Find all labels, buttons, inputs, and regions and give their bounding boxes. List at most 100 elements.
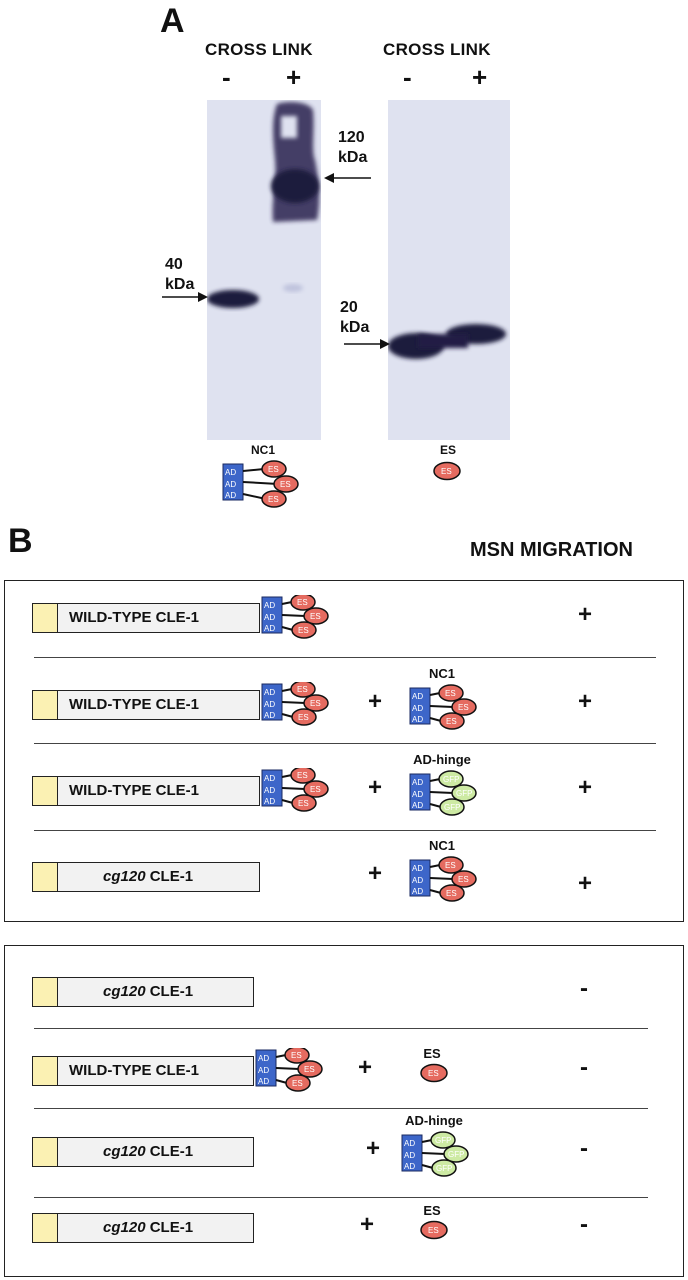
- plus-sign: +: [360, 1211, 375, 1238]
- gfp-domain: [443, 1145, 469, 1163]
- construct-allele: cg120: [103, 1219, 146, 1236]
- svg-text:ES: ES: [304, 1065, 315, 1074]
- svg-text:AD: AD: [412, 887, 423, 896]
- msn-migration-header: MSN MIGRATION: [470, 539, 633, 561]
- blot2-plus: +: [472, 62, 488, 92]
- svg-text:ES: ES: [298, 799, 309, 808]
- divider: [34, 1108, 648, 1109]
- svg-text:GFP: GFP: [443, 775, 459, 784]
- svg-text:ES: ES: [298, 713, 309, 722]
- collagen-n-terminus: [33, 1057, 58, 1085]
- svg-text:AD: AD: [264, 774, 275, 783]
- blot1-membrane: [207, 100, 321, 440]
- svg-text:AD: AD: [264, 688, 275, 697]
- svg-text:ES: ES: [292, 1079, 303, 1088]
- svg-text:AD: AD: [412, 790, 423, 799]
- panel-a-letter: A: [160, 2, 185, 40]
- gfp-domain: [438, 770, 464, 788]
- divider: [34, 830, 656, 831]
- gfp-domain: [451, 784, 477, 802]
- es-domain: [439, 884, 465, 902]
- blot2-membrane: [388, 100, 510, 440]
- svg-text:AD: AD: [412, 876, 423, 885]
- collagen-n-terminus: [33, 863, 58, 891]
- plus-sign: +: [368, 688, 383, 715]
- construct-label: cg120 CLE-1: [103, 1219, 194, 1236]
- added-fragment-label: NC1: [428, 666, 455, 681]
- svg-text:AD: AD: [225, 480, 236, 489]
- svg-text:ES: ES: [445, 861, 456, 870]
- rescue-box-negative: [4, 945, 684, 1277]
- es-domain: [290, 768, 316, 784]
- es-domain: [303, 607, 329, 625]
- added-fragment-label: ES: [423, 1046, 441, 1061]
- svg-text:AD: AD: [225, 468, 236, 477]
- svg-text:ES: ES: [298, 626, 309, 635]
- es-domain: [290, 595, 316, 611]
- blot2-label: ES: [440, 443, 457, 457]
- svg-text:AD: AD: [264, 700, 275, 709]
- svg-text:ES: ES: [445, 689, 456, 698]
- blot1-smear-gap: [281, 116, 297, 138]
- msn-migration-result: +: [578, 870, 593, 897]
- svg-text:AD: AD: [412, 864, 423, 873]
- svg-text:ES: ES: [268, 465, 279, 474]
- nc1-icon: AD AD AD ES ES ES: [222, 460, 299, 508]
- collagen-n-terminus: [33, 604, 58, 632]
- added-fragment-label: NC1: [428, 838, 455, 853]
- plus-sign: +: [366, 1135, 381, 1162]
- construct-label: WILD-TYPE CLE-1: [69, 782, 199, 799]
- added-fragment-label: AD-hinge: [413, 752, 471, 767]
- svg-text:GFP: GFP: [436, 1164, 452, 1173]
- svg-text:AD: AD: [412, 715, 423, 724]
- svg-text:ES: ES: [280, 480, 291, 489]
- collagen-n-terminus: [33, 777, 58, 805]
- divider: [34, 1028, 648, 1029]
- construct-bar: cg120 CLE-1: [32, 862, 260, 892]
- svg-text:ES: ES: [441, 467, 452, 476]
- es-domain: [438, 856, 464, 874]
- blot2-minus: -: [403, 62, 412, 92]
- msn-migration-result: +: [578, 774, 593, 801]
- svg-text:AD: AD: [264, 786, 275, 795]
- es-domain: [291, 621, 317, 639]
- msn-migration-result: +: [578, 688, 593, 715]
- blot1-band-40: [207, 290, 259, 308]
- gfp-domain: [439, 798, 465, 816]
- blot1-label: NC1: [251, 443, 276, 457]
- svg-text:AD: AD: [404, 1139, 415, 1148]
- es-fragment-icon: ES: [420, 1220, 448, 1240]
- svg-text:AD: AD: [258, 1077, 269, 1086]
- marker-40kda: 40 kDa: [165, 256, 195, 293]
- es-domain: [297, 1060, 323, 1078]
- blot2-band-bridge: [418, 334, 468, 348]
- msn-migration-result: -: [580, 1054, 588, 1081]
- construct-label: WILD-TYPE CLE-1: [69, 696, 199, 713]
- svg-text:ES: ES: [446, 717, 457, 726]
- svg-text:ES: ES: [268, 495, 279, 504]
- construct-allele: cg120: [103, 1143, 146, 1160]
- es-domain: [291, 794, 317, 812]
- arrow-120kda: [324, 173, 371, 183]
- collagen-n-terminus: [33, 691, 58, 719]
- es-domain: [439, 712, 465, 730]
- svg-text:AD: AD: [264, 601, 275, 610]
- marker-20kda: 20 kDa: [340, 299, 370, 336]
- construct-label: WILD-TYPE CLE-1: [69, 609, 199, 626]
- svg-text:ES: ES: [428, 1226, 439, 1235]
- svg-text:AD: AD: [225, 491, 236, 500]
- es-domain: [285, 1074, 311, 1092]
- construct-bar: WILD-TYPE CLE-1: [32, 690, 260, 720]
- divider: [34, 1197, 648, 1198]
- svg-text:ES: ES: [458, 703, 469, 712]
- es-domain: [291, 708, 317, 726]
- rescue-box-positive: [4, 580, 684, 922]
- es-domain: [303, 694, 329, 712]
